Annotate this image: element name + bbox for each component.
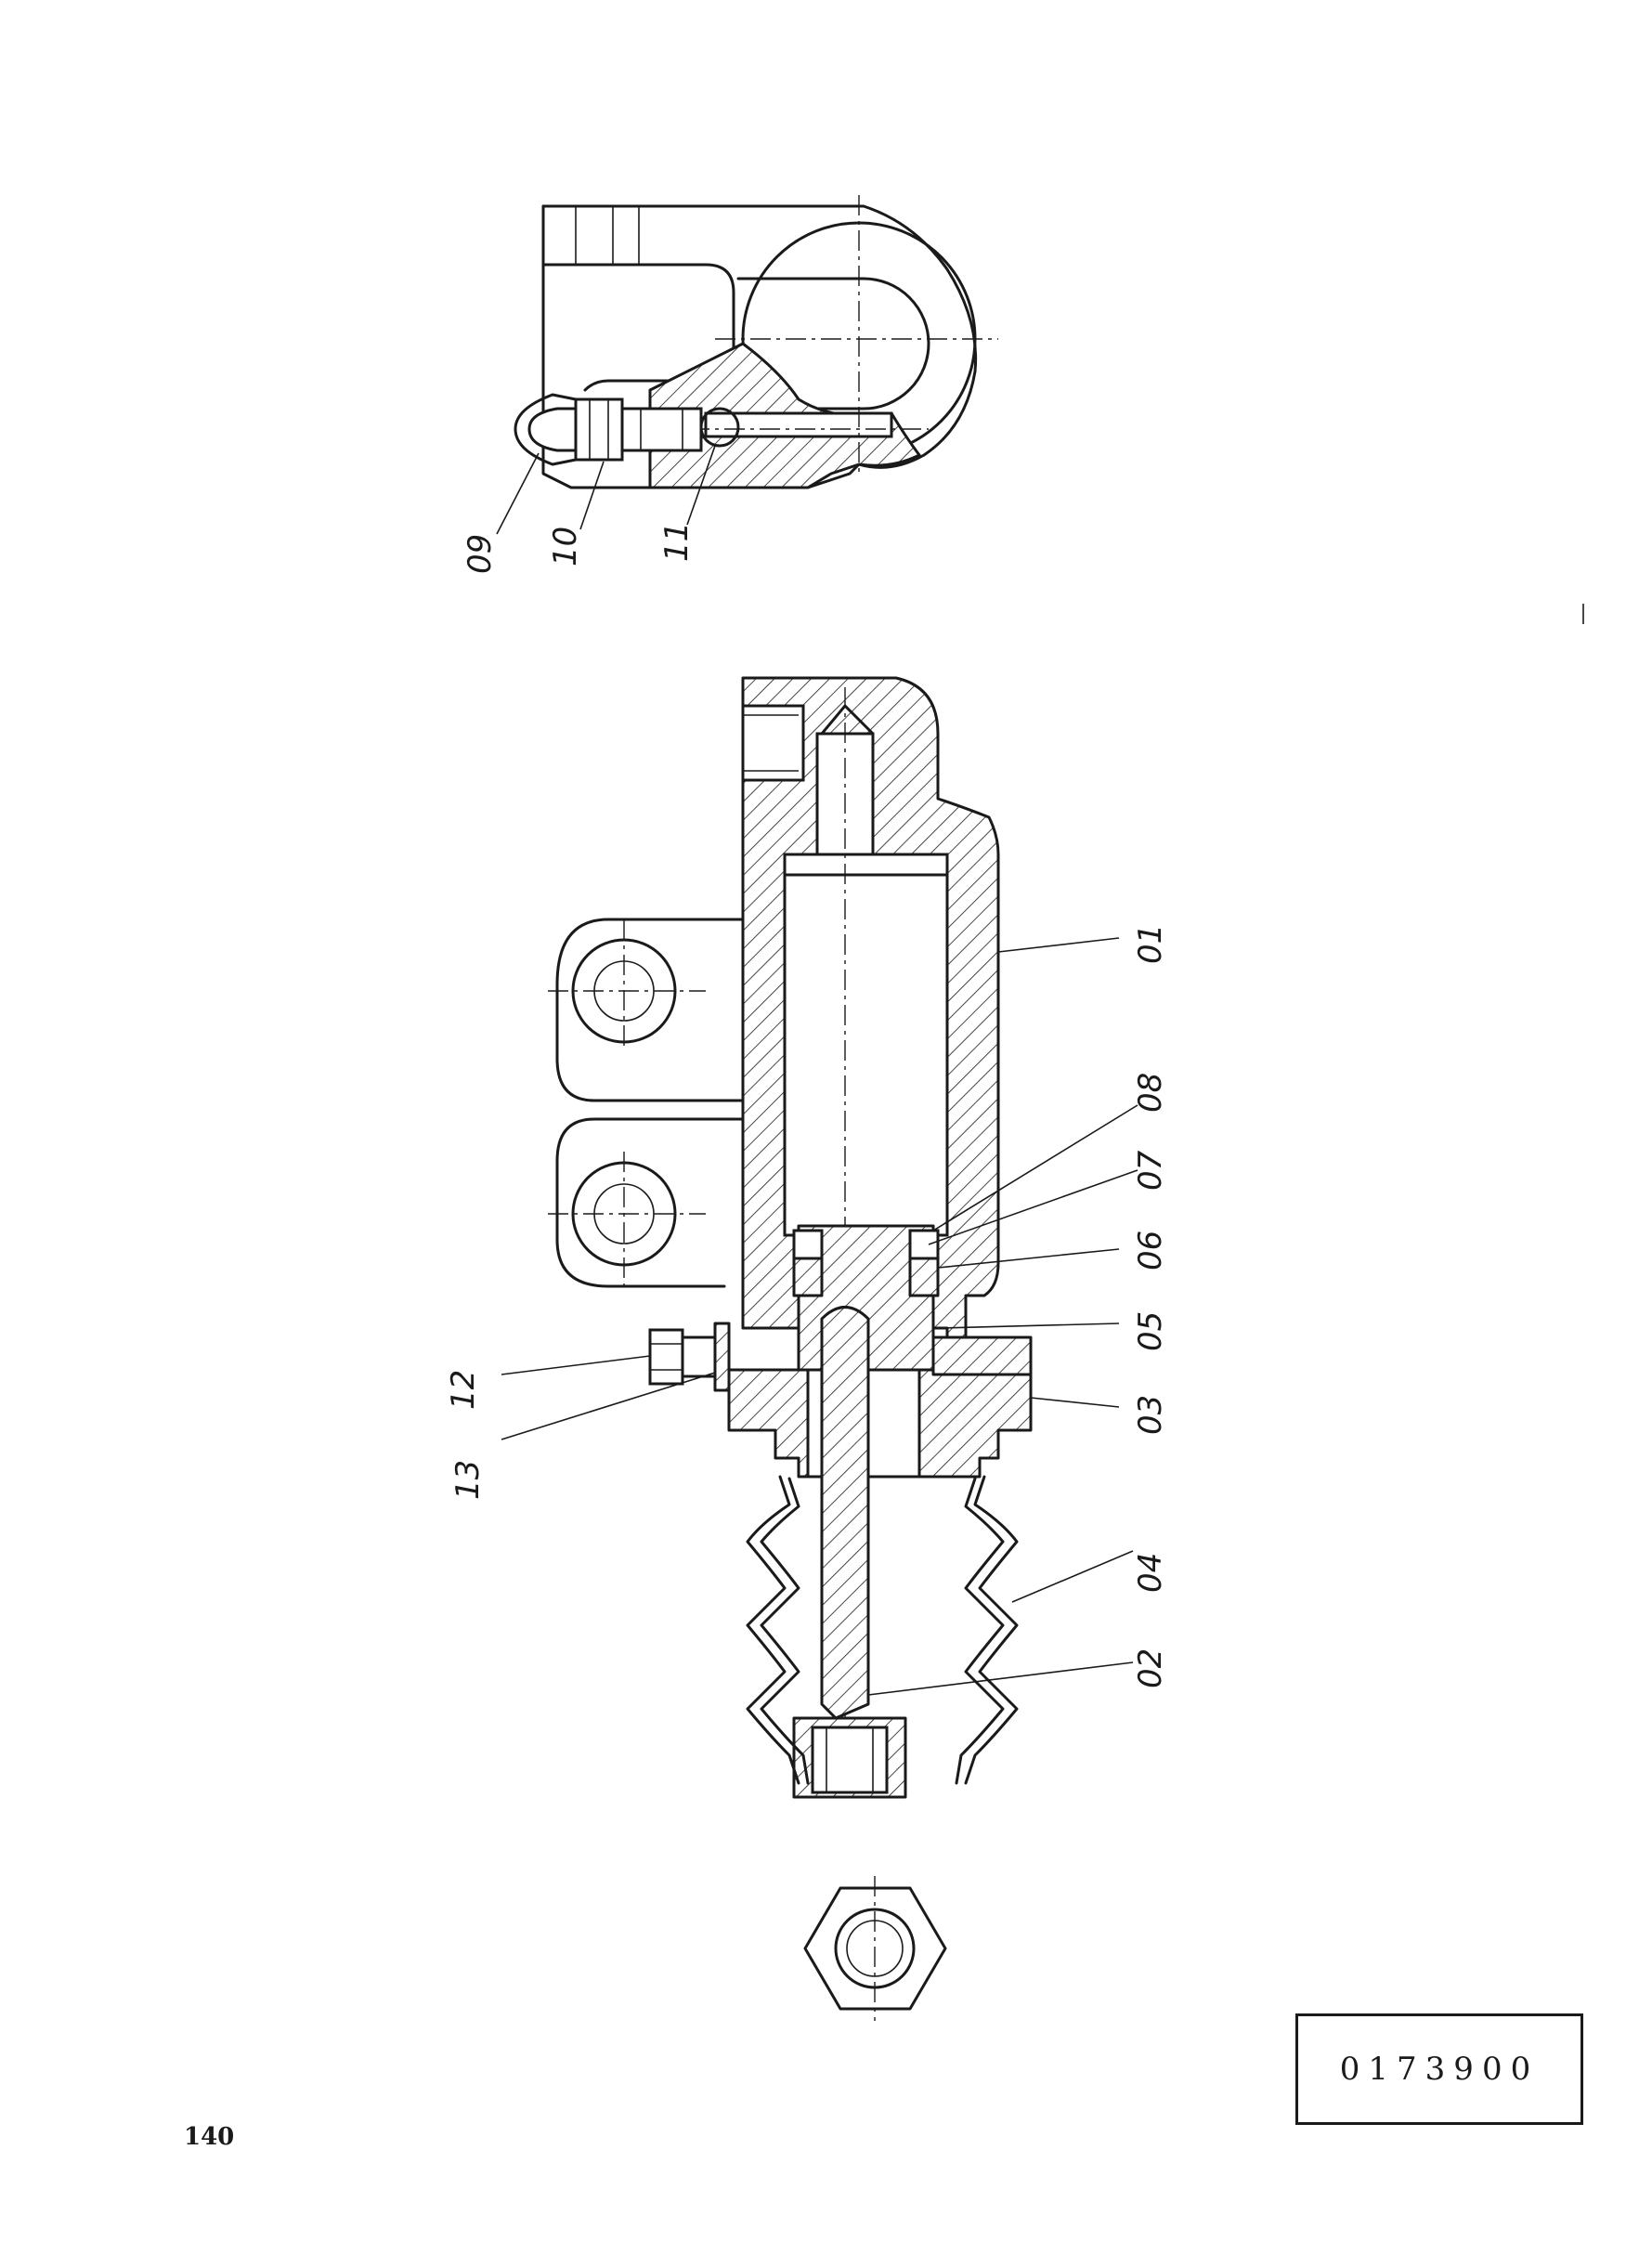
callout-02: 02	[1132, 1648, 1169, 1688]
callout-10: 10	[547, 527, 584, 567]
slave-cylinder-section	[548, 676, 1033, 1799]
callout-04: 04	[1132, 1553, 1169, 1593]
hex-nut-view	[803, 1876, 947, 2021]
drawing-code-box: 0173900	[1295, 2013, 1583, 2125]
callout-01: 01	[1132, 924, 1169, 964]
callout-13: 13	[449, 1460, 487, 1500]
callout-03: 03	[1132, 1395, 1169, 1435]
drawing-code: 0173900	[1339, 2051, 1540, 2088]
callout-08: 08	[1132, 1073, 1169, 1113]
top-leaders	[496, 445, 716, 535]
callout-11: 11	[658, 522, 696, 562]
callout-05: 05	[1132, 1311, 1169, 1351]
main-leaders	[501, 937, 1138, 1696]
callout-09: 09	[462, 534, 499, 574]
page-number: 140	[184, 2123, 235, 2151]
top-view-fork	[514, 195, 998, 489]
callout-07: 07	[1132, 1150, 1169, 1191]
callout-labels: 09 10 11 01 08 07 06 05 03 04 02 12 13	[445, 522, 1169, 1688]
callout-12: 12	[445, 1370, 482, 1410]
callout-06: 06	[1132, 1231, 1169, 1270]
